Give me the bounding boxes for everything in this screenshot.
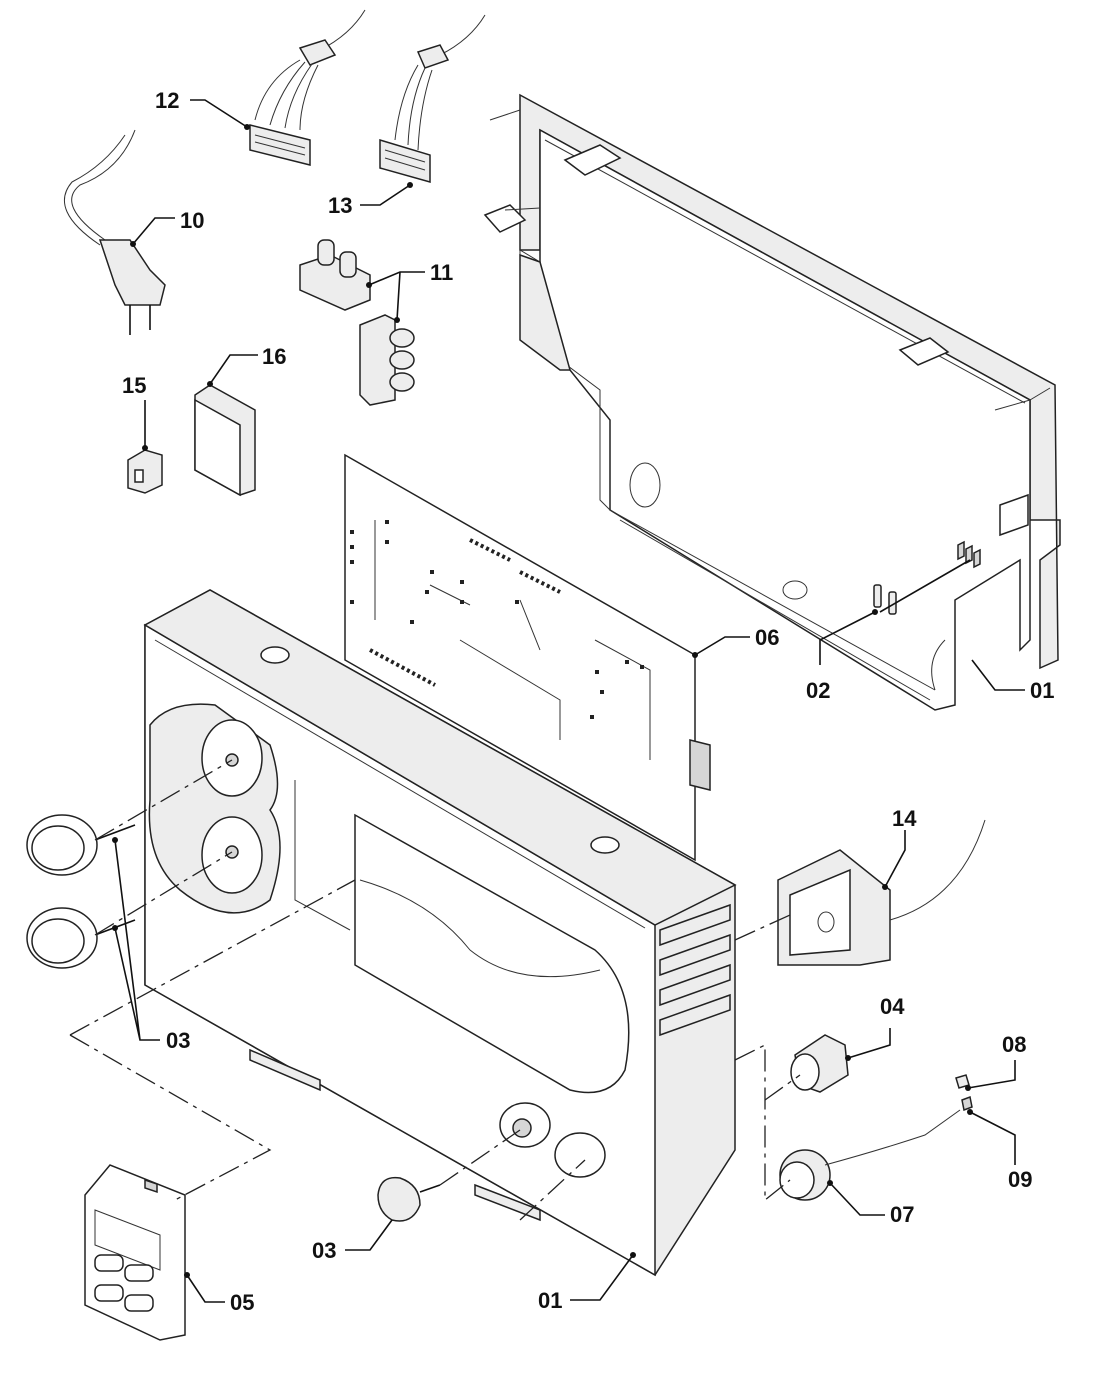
part-13-wiring-harness	[379, 14, 486, 188]
part-04-sensor	[790, 1034, 851, 1093]
label-12: 12	[155, 88, 179, 113]
assembly-guide-lines	[69, 759, 801, 1221]
part-07-probe	[779, 1109, 961, 1201]
label-14: 14	[892, 806, 917, 831]
label-05: 05	[230, 1290, 254, 1315]
label-09: 09	[1008, 1167, 1032, 1192]
part-12-wiring-harness	[244, 9, 366, 166]
label-06: 06	[755, 625, 779, 650]
part-15-clip	[127, 445, 163, 494]
label-08: 08	[1002, 1032, 1026, 1057]
label-16: 16	[262, 344, 286, 369]
label-11: 11	[430, 260, 453, 285]
part-08-09-probe-tip	[955, 1074, 973, 1115]
label-07: 07	[890, 1202, 914, 1227]
leader-lines	[114, 99, 1025, 1303]
label-10: 10	[180, 208, 204, 233]
part-01-rear-housing	[483, 93, 1061, 711]
part-05-display-module	[84, 1164, 190, 1341]
part-11-terminal-blocks	[299, 239, 415, 406]
label-03-bottom: 03	[312, 1238, 336, 1263]
label-04: 04	[880, 994, 905, 1019]
part-14-sensor-bracket	[777, 819, 986, 966]
part-16-cover-plate	[194, 381, 256, 497]
part-03-knob-bottom	[377, 1176, 441, 1222]
label-13: 13	[328, 193, 352, 218]
label-03-left: 03	[166, 1028, 190, 1053]
part-06-circuit-board	[344, 453, 711, 862]
label-01-bottom: 01	[538, 1288, 562, 1313]
part-labels: 12 13 10 11 16 15 06 02 01 14 03 04 08 0…	[122, 88, 1054, 1315]
part-01-front-panel	[143, 589, 737, 1277]
label-15: 15	[122, 373, 146, 398]
part-03-knobs-left	[26, 814, 136, 969]
part-02-fuse	[872, 584, 897, 615]
label-02: 02	[806, 678, 830, 703]
part-10-power-plug	[63, 129, 166, 335]
label-01-top: 01	[1030, 678, 1054, 703]
